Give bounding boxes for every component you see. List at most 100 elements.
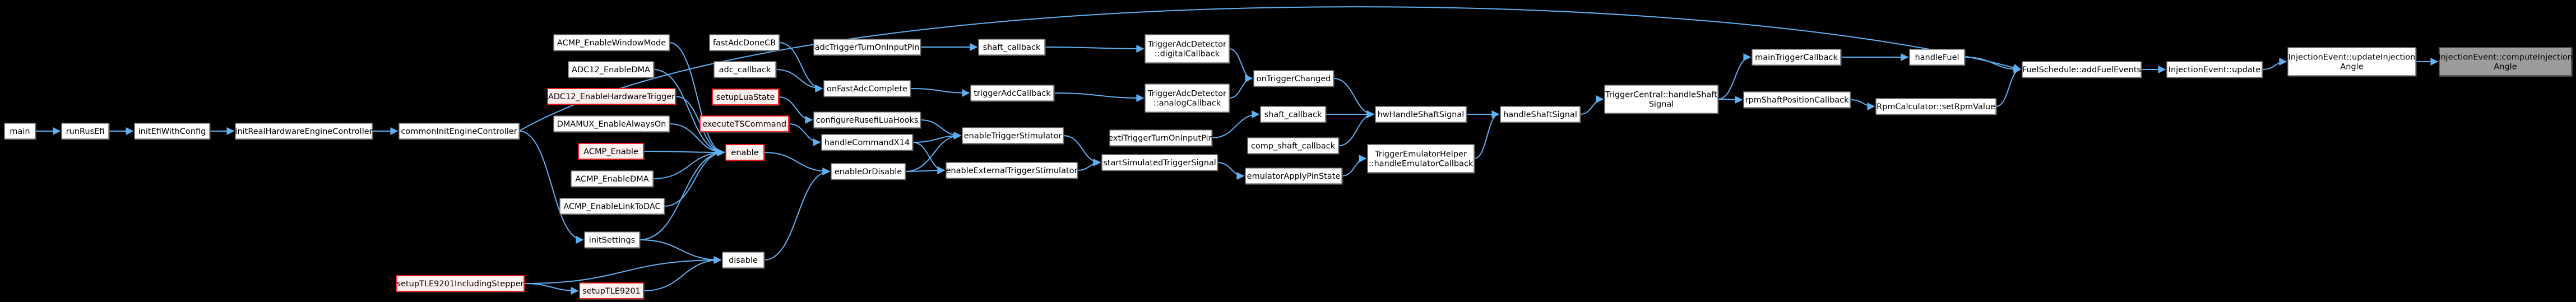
node-ACMP_Enable-box[interactable] (578, 143, 644, 160)
node-ACMP_EnableLinkToDAC[interactable]: ACMP_EnableLinkToDAC (559, 198, 665, 215)
node-mainTriggerCallback[interactable]: mainTriggerCallback (1752, 49, 1841, 66)
node-ACMP_EnableWindowMode-box[interactable] (553, 34, 670, 51)
node-ADC12_EnableHardwareTrigger-box[interactable] (547, 88, 676, 105)
node-initRealHardwareEngineController-box[interactable] (235, 123, 373, 140)
node-extiTriggerTurnOnInputPin[interactable]: extiTriggerTurnOnInputPin (1108, 129, 1213, 146)
node-adc_callback[interactable]: adc_callback (714, 61, 776, 78)
node-analogCallback[interactable]: TriggerAdcDetector::analogCallback (1145, 83, 1230, 113)
node-ACMP_Enable[interactable]: ACMP_Enable (578, 143, 644, 160)
node-onTriggerChanged[interactable]: onTriggerChanged (1253, 70, 1334, 87)
node-enable-box[interactable] (725, 144, 765, 161)
node-enable[interactable]: enable (725, 144, 765, 161)
node-addFuelEvents-box[interactable] (2022, 61, 2142, 78)
node-update[interactable]: InjectionEvent::update (2166, 61, 2263, 78)
node-handleEmulatorCallback-box[interactable] (1367, 144, 1475, 173)
edge-TC_handleShaftSignal-to-mainTriggerCallback (1717, 53, 1752, 100)
node-initEfiWithConfig[interactable]: initEfiWithConfig (134, 123, 210, 140)
node-main-box[interactable] (4, 123, 36, 140)
node-TC_handleShaftSignal-box[interactable] (1604, 85, 1718, 114)
node-setRpmValue[interactable]: RpmCalculator::setRpmValue (1875, 98, 1996, 115)
node-analogCallback-box[interactable] (1145, 83, 1230, 113)
node-emulatorApplyPinState-box[interactable] (1245, 168, 1342, 184)
node-fastAdcDoneCB[interactable]: fastAdcDoneCB (709, 34, 780, 51)
node-handleShaftSignal-box[interactable] (1500, 106, 1581, 123)
node-shaft_callback[interactable]: shaft_callback (978, 39, 1045, 55)
node-disable-box[interactable] (722, 252, 765, 268)
node-adc_callback-box[interactable] (714, 61, 776, 78)
node-enableOrDisable[interactable]: enableOrDisable (831, 163, 906, 180)
node-setupTLE9201-box[interactable] (579, 282, 644, 299)
node-ACMP_EnableWindowMode[interactable]: ACMP_EnableWindowMode (553, 34, 670, 51)
node-executeTSCommand-box[interactable] (699, 115, 789, 132)
node-ADC12_EnableDMA[interactable]: ADC12_EnableDMA (568, 61, 654, 78)
node-enableOrDisable-box[interactable] (831, 163, 906, 180)
node-addFuelEvents[interactable]: FuelSchedule::addFuelEvents (2022, 61, 2142, 78)
node-update-box[interactable] (2166, 61, 2263, 78)
node-adcTriggerTurnOnInputPin-box[interactable] (813, 39, 921, 55)
node-handleCommandX14-box[interactable] (821, 134, 913, 151)
node-extiTriggerTurnOnInputPin-box[interactable] (1109, 129, 1212, 146)
node-ACMP_EnableLinkToDAC-box[interactable] (559, 198, 665, 215)
node-disable[interactable]: disable (722, 252, 765, 268)
node-initSettings[interactable]: initSettings (584, 231, 640, 248)
node-main[interactable]: main (4, 123, 36, 140)
node-digitalCallback[interactable]: TriggerAdcDetector::digitalCallback (1145, 34, 1230, 63)
node-handleCommandX14[interactable]: handleCommandX14 (821, 134, 913, 151)
node-initRealHardwareEngineController[interactable]: initRealHardwareEngineController (235, 123, 373, 140)
node-DMAMUX_EnableAlwaysOn-box[interactable] (553, 115, 670, 132)
node-shaft_callback2[interactable]: shaft_callback (1260, 106, 1326, 123)
node-setupTLE9201IncludingStepper[interactable]: setupTLE9201IncludingStepper (396, 275, 525, 292)
node-hwHandleShaftSignal[interactable]: hwHandleShaftSignal (1375, 106, 1467, 123)
node-fastAdcDoneCB-box[interactable] (709, 34, 780, 51)
node-enableExternalTriggerStimulator-box[interactable] (946, 162, 1078, 179)
node-configureRusefiLuaHooks-box[interactable] (813, 111, 921, 128)
node-enableTriggerStimulator-box[interactable] (962, 127, 1064, 144)
node-setRpmValue-box[interactable] (1875, 98, 1996, 115)
node-digitalCallback-box[interactable] (1145, 34, 1230, 63)
node-ACMP_EnableDMA[interactable]: ACMP_EnableDMA (571, 170, 654, 187)
node-onFastAdcComplete-box[interactable] (823, 80, 911, 97)
node-initEfiWithConfig-label: initEfiWithConfig (138, 127, 206, 136)
node-emulatorApplyPinState[interactable]: emulatorApplyPinState (1245, 168, 1342, 184)
node-commonInitEngineController[interactable]: commonInitEngineController (399, 123, 520, 140)
node-startSimulatedTriggerSignal[interactable]: startSimulatedTriggerSignal (1101, 154, 1218, 171)
node-shaft_callback2-box[interactable] (1260, 106, 1326, 123)
node-ACMP_EnableDMA-box[interactable] (571, 170, 654, 187)
node-runRusEfi-box[interactable] (61, 123, 109, 140)
node-comp_shaft_callback[interactable]: comp_shaft_callback (1247, 137, 1339, 154)
node-enableTriggerStimulator[interactable]: enableTriggerStimulator (962, 127, 1064, 144)
node-handleEmulatorCallback[interactable]: TriggerEmulatorHelper::handleEmulatorCal… (1367, 144, 1475, 173)
node-configureRusefiLuaHooks[interactable]: configureRusefiLuaHooks (813, 111, 921, 128)
node-ADC12_EnableDMA-box[interactable] (568, 61, 654, 78)
node-handleFuel[interactable]: handleFuel (1909, 49, 1965, 66)
node-runRusEfi[interactable]: runRusEfi (61, 123, 109, 140)
node-ADC12_EnableHardwareTrigger[interactable]: ADC12_EnableHardwareTrigger (547, 88, 676, 105)
node-setupLuaState-box[interactable] (712, 89, 779, 105)
node-comp_shaft_callback-box[interactable] (1247, 137, 1339, 154)
node-onTriggerChanged-box[interactable] (1253, 70, 1334, 87)
node-updateInjectionAngle-box[interactable] (2287, 47, 2416, 76)
node-handleFuel-box[interactable] (1909, 49, 1965, 66)
node-setupTLE9201[interactable]: setupTLE9201 (579, 282, 644, 299)
node-rpmShaftPositionCallback-box[interactable] (1743, 91, 1851, 108)
node-hwHandleShaftSignal-box[interactable] (1375, 106, 1467, 123)
node-triggerAdcCallback[interactable]: triggerAdcCallback (970, 85, 1054, 101)
node-onFastAdcComplete[interactable]: onFastAdcComplete (823, 80, 911, 97)
node-initEfiWithConfig-box[interactable] (134, 123, 210, 140)
node-mainTriggerCallback-box[interactable] (1752, 49, 1841, 66)
node-triggerAdcCallback-box[interactable] (970, 85, 1054, 101)
node-commonInitEngineController-box[interactable] (399, 123, 520, 140)
node-rpmShaftPositionCallback[interactable]: rpmShaftPositionCallback (1743, 91, 1851, 108)
node-startSimulatedTriggerSignal-box[interactable] (1101, 154, 1218, 171)
node-initSettings-box[interactable] (584, 231, 640, 248)
node-enableExternalTriggerStimulator[interactable]: enableExternalTriggerStimulator (946, 162, 1078, 179)
node-executeTSCommand[interactable]: executeTSCommand (699, 115, 789, 132)
node-DMAMUX_EnableAlwaysOn[interactable]: DMAMUX_EnableAlwaysOn (553, 115, 670, 132)
node-adcTriggerTurnOnInputPin[interactable]: adcTriggerTurnOnInputPin (813, 39, 921, 55)
node-setupTLE9201IncludingStepper-box[interactable] (396, 275, 525, 292)
node-setupLuaState[interactable]: setupLuaState (712, 89, 779, 105)
node-shaft_callback-box[interactable] (978, 39, 1045, 55)
node-handleShaftSignal[interactable]: handleShaftSignal (1500, 106, 1581, 123)
